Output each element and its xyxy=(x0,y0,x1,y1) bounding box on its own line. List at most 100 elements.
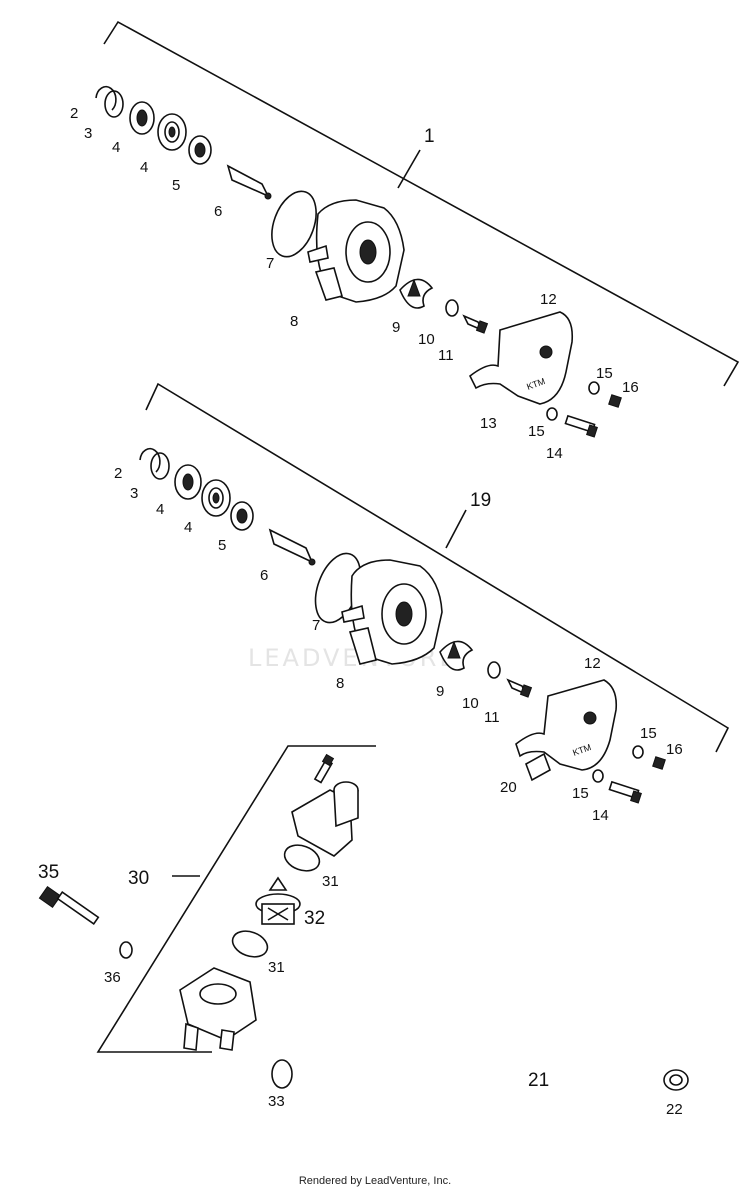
bearing-icon xyxy=(174,464,202,500)
callout-label: 15 xyxy=(528,423,545,440)
callout-label: 15 xyxy=(596,365,613,382)
callout-label: 21 xyxy=(528,1070,549,1091)
callout-label: 7 xyxy=(266,255,274,272)
callout-label: 6 xyxy=(214,203,222,220)
bolt-icon xyxy=(462,314,489,334)
callout-label: 15 xyxy=(640,725,657,742)
o-ring-icon xyxy=(271,1059,293,1089)
callout-label: 5 xyxy=(218,537,226,554)
callout-label: 14 xyxy=(592,807,609,824)
callout-label: 2 xyxy=(70,105,78,122)
thermostat-bracket-line xyxy=(96,745,376,1053)
callout-label: 13 xyxy=(480,415,497,432)
callout-label: 9 xyxy=(392,319,400,336)
callout-label: 31 xyxy=(322,873,339,890)
seal-icon xyxy=(230,501,254,531)
o-ring-icon xyxy=(231,930,269,958)
washer-icon xyxy=(546,407,558,421)
top-leader-1 xyxy=(397,149,421,189)
callout-label: 5 xyxy=(172,177,180,194)
screw-icon xyxy=(608,394,622,408)
callout-label: 16 xyxy=(622,379,639,396)
callout-label: 4 xyxy=(156,501,164,518)
callout-label: 35 xyxy=(38,862,59,883)
washer-icon xyxy=(632,745,644,759)
bolt-icon xyxy=(506,678,533,698)
callout-label: 3 xyxy=(84,125,92,142)
screw-icon xyxy=(652,756,666,770)
washer-icon xyxy=(588,381,600,395)
callout-label: 32 xyxy=(304,908,325,929)
impeller-icon xyxy=(439,640,474,671)
footer-credit: Rendered by LeadVenture, Inc. xyxy=(298,1175,452,1187)
callout-label: 9 xyxy=(436,683,444,700)
washer-icon xyxy=(119,941,133,959)
callout-label: 14 xyxy=(546,445,563,462)
thermostat-cover-icon xyxy=(291,781,359,857)
bearing-icon xyxy=(157,113,187,151)
washer-icon xyxy=(487,661,501,679)
callout-label: 8 xyxy=(336,675,344,692)
bearing-icon xyxy=(201,479,231,517)
impeller-icon xyxy=(399,278,434,309)
o-ring-icon xyxy=(283,844,321,872)
callout-label: 16 xyxy=(666,741,683,758)
middle-bracket-line xyxy=(145,382,730,753)
screw-icon xyxy=(608,780,642,804)
pump-housing-icon xyxy=(341,559,443,665)
callout-label: 30 xyxy=(128,868,149,889)
pump-shaft-icon xyxy=(268,528,314,564)
thermostat-assembly: 30 31 31 32 33 35 36 21 22 xyxy=(38,745,689,1132)
callout-label: 1 xyxy=(424,126,435,147)
callout-label: 19 xyxy=(470,490,491,511)
circlip-icon xyxy=(139,447,161,473)
bearing-icon xyxy=(129,101,155,135)
o-ring-icon xyxy=(271,190,317,258)
seal-icon xyxy=(188,135,212,165)
callout-label: 10 xyxy=(418,331,435,348)
shaft-tip-icon xyxy=(308,558,316,566)
shaft-tip-icon xyxy=(264,192,272,200)
bolt-icon xyxy=(38,885,100,926)
callout-label: 7 xyxy=(312,617,320,634)
ring-icon xyxy=(150,452,170,480)
circlip-icon xyxy=(95,85,117,111)
callout-label: 12 xyxy=(584,655,601,672)
callout-label: 8 xyxy=(290,313,298,330)
pump-cover-icon: KTM xyxy=(468,311,574,405)
callout-label: 10 xyxy=(462,695,479,712)
callout-label: 4 xyxy=(140,159,148,176)
callout-label: 31 xyxy=(268,959,285,976)
top-assembly: KTM 2 3 4 4 5 6 7 8 9 10 11 12 13 14 15 … xyxy=(70,20,740,462)
pump-shaft-icon xyxy=(226,164,270,198)
callout-label: 22 xyxy=(666,1101,683,1118)
coolant-hose-icon xyxy=(382,931,649,1128)
callout-label: 15 xyxy=(572,785,589,802)
callout-label: 11 xyxy=(438,347,454,364)
hose-clamp-icon xyxy=(663,1069,689,1091)
callout-label: 6 xyxy=(260,567,268,584)
ring-icon xyxy=(104,90,124,118)
pump-cover-icon: KTM xyxy=(515,679,618,782)
callout-label: 36 xyxy=(104,969,121,986)
callout-label: 4 xyxy=(112,139,120,156)
middle-leader-19 xyxy=(445,509,467,549)
callout-label: 11 xyxy=(484,709,500,726)
thermostat-housing-icon xyxy=(179,967,257,1051)
callout-label: 12 xyxy=(540,291,557,308)
screw-icon xyxy=(313,753,335,784)
callout-label: 4 xyxy=(184,519,192,536)
screw-icon xyxy=(564,414,598,438)
washer-icon xyxy=(592,769,604,783)
washer-icon xyxy=(445,299,459,317)
callout-label: 2 xyxy=(114,465,122,482)
callout-label: 3 xyxy=(130,485,138,502)
pump-housing-icon xyxy=(307,199,405,303)
callout-label: 33 xyxy=(268,1093,285,1110)
callout-label: 20 xyxy=(500,779,517,796)
middle-assembly: KTM 2 3 4 4 5 6 7 8 9 10 11 12 20 14 15 … xyxy=(114,382,730,824)
top-bracket-line xyxy=(103,20,740,387)
thermostat-icon xyxy=(255,876,301,925)
